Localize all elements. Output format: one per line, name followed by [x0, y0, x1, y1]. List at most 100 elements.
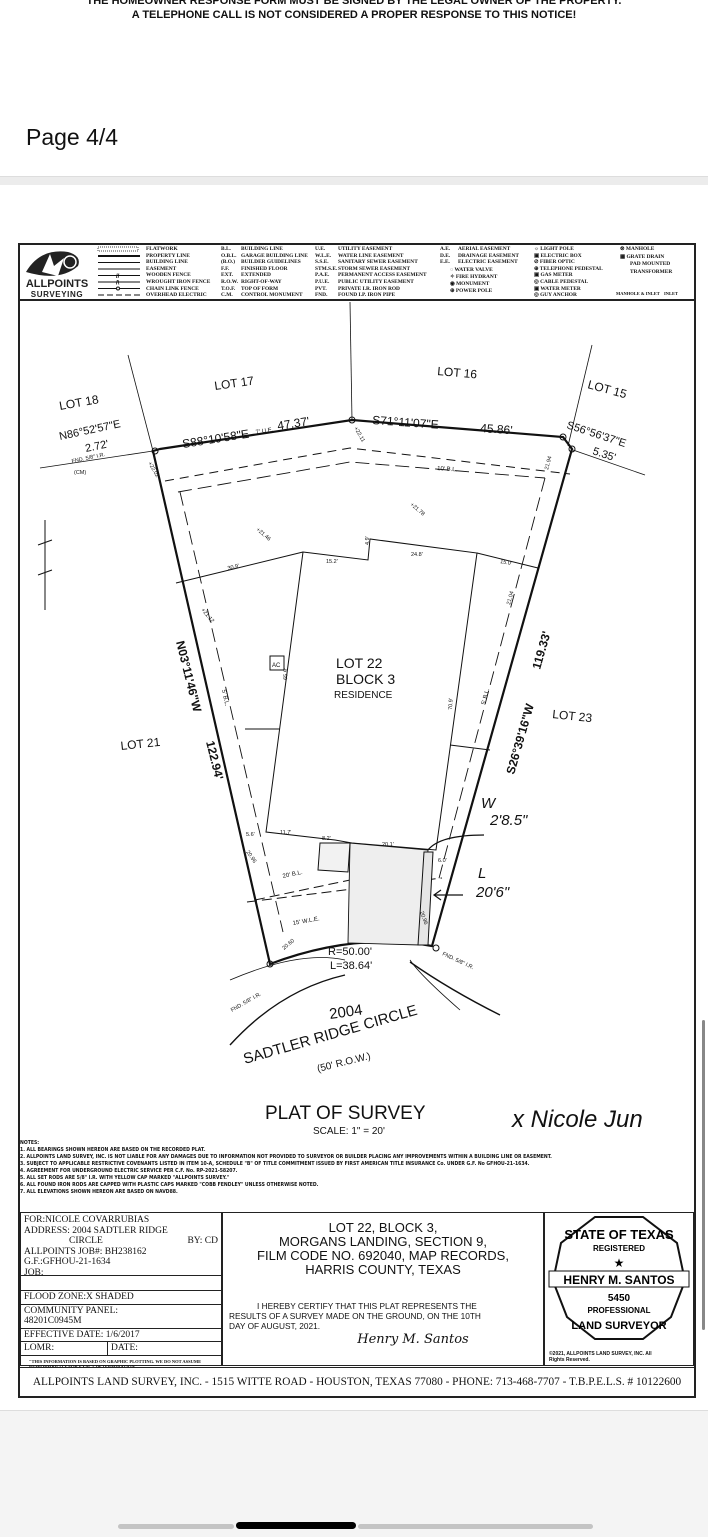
plat-hand-w2: 2'8.5": [489, 812, 528, 829]
home-indicator[interactable]: [236, 1522, 356, 1529]
lot-line-17-16: [349, 301, 353, 421]
owner-signature: x Nicole Jun: [511, 1106, 643, 1133]
title-block-for: FOR:NICOLE COVARRUBIAS: [24, 1215, 150, 1225]
plat-dims-12: 65.9': [283, 668, 290, 680]
plat-lot-title2: BLOCK 3: [336, 671, 395, 687]
lot-15-label: LOT 15: [586, 377, 628, 401]
page-indicator: Page 4/4: [26, 124, 119, 150]
legend-line-types-2: BUILDING LINE: [146, 259, 188, 266]
legend-symbols1-3: POWER POLE: [455, 288, 493, 294]
notes-items-1: 2. ALLPOINTS LAND SURVEY, INC. IS NOT LI…: [20, 1154, 552, 1160]
plat-scale: SCALE: 1" = 20': [313, 1126, 385, 1137]
address-number: 2004: [328, 1001, 363, 1022]
plat-bl20: 20' B.L.: [282, 870, 303, 880]
svg-text:★: ★: [614, 1256, 625, 1270]
title-block-legal3: FILM CODE NO. 692040, MAP RECORDS,: [257, 1248, 509, 1263]
legend-abbr2-desc-5: PUBLIC UTILITY EASEMENT: [338, 278, 414, 285]
title-block-seal-bottom: LAND SURVEYOR: [571, 1320, 666, 1332]
plat-dist-west: 122.94': [203, 739, 226, 781]
legend-abbr3-1: D.E.: [440, 252, 451, 259]
legend-manhole-inlet: MANHOLE & INLET: [616, 291, 660, 296]
plat-bearing-top2: S71°11'07"E: [372, 413, 439, 432]
plat-dist-top1: 47.37': [276, 414, 310, 433]
plat-dims-6: 4.9': [365, 536, 371, 545]
legend-line-types-3: EASEMENT: [146, 265, 177, 272]
plat-dist-left: 2.72': [84, 438, 109, 455]
lot-16-label: LOT 16: [437, 364, 478, 381]
legend-abbr3-2: E.E.: [440, 259, 450, 266]
lot-22-title: LOT 22: [336, 655, 383, 671]
legend-abbr1-6: T.O.F.: [221, 285, 236, 292]
plat-dims-20: 20.60: [281, 938, 295, 951]
page-scrubber-right[interactable]: [358, 1524, 593, 1529]
title-block-address: ADDRESS: 2004 SADTLER RIDGE: [24, 1225, 168, 1236]
title-block-lomr: LOMR:: [21, 1342, 108, 1355]
handwritten-l: L: [478, 865, 486, 882]
residence-outline: [265, 538, 478, 851]
copyright: ©2021, ALLPOINTS LAND SURVEY, INC. All R…: [549, 1351, 652, 1363]
viewer-background: [0, 1410, 708, 1537]
notes-items-5: 6. ALL FOUND IRON RODS ARE CAPPED WITH P…: [20, 1182, 319, 1188]
lot-line-16-15: [567, 344, 593, 447]
plat-dims-15: 8.2': [322, 836, 331, 842]
legend-abbr3-0: A.E.: [440, 246, 451, 252]
title-block-effective-date: EFFECTIVE DATE: 1/6/2017: [21, 1329, 221, 1342]
curve-length: L=38.64': [330, 960, 372, 972]
legend-symbols2-1: ELECTRIC BOX: [540, 252, 582, 259]
legend-abbr2-2: S.S.E.: [315, 259, 329, 266]
title-block-legal1: LOT 22, BLOCK 3,: [328, 1220, 438, 1235]
plat-bl10: 10' B.L.: [437, 466, 458, 473]
legend-symbols2-2: FIBER OPTIC: [539, 259, 575, 266]
legend-line-types-7: OVERHEAD ELECTRIC: [146, 292, 207, 299]
legend-line-types-1: PROPERTY LINE: [146, 252, 190, 259]
legend-symbols1-1: FIRE HYDRANT: [455, 274, 498, 280]
plat-dims-21: 20.96: [418, 911, 428, 926]
legend-abbr2-desc-0: UTILITY EASEMENT: [338, 246, 393, 252]
lot-line-18-17: [127, 354, 154, 452]
page-scrubber-left[interactable]: [118, 1524, 234, 1529]
legend-symbols1-2: MONUMENT: [456, 281, 490, 287]
title-block-job-no: ALLPOINTS JOB#: BH238162: [24, 1246, 147, 1257]
title-block-seal-number: 5450: [608, 1293, 631, 1304]
title-block-seal-top: STATE OF TEXAS: [564, 1227, 674, 1242]
plat-bearing-left: N86°52'57"E: [58, 418, 122, 443]
plat-dims-8: 15.0': [500, 559, 513, 567]
client-info-block: FOR:NICOLE COVARRUBIAS ADDRESS: 2004 SAD…: [20, 1212, 222, 1369]
legend-abbr1-desc-2: BUILDER GUIDELINES: [241, 259, 301, 266]
legend-abbr2-7: FND.: [315, 292, 328, 299]
scrollbar[interactable]: [702, 1020, 705, 1330]
lot-21-label: LOT 21: [120, 735, 161, 753]
plat-bearing-east: S26°39'16"W: [503, 701, 537, 775]
lot-23-label: LOT 23: [552, 707, 593, 725]
legal-description-block: LOT 22, BLOCK 3, MORGANS LANDING, SECTIO…: [222, 1212, 544, 1366]
legend-abbr2-5: P.U.E.: [315, 278, 330, 285]
plat-wle: 15' W.L.E.: [292, 916, 320, 927]
legend-abbr2-4: P.A.E.: [315, 272, 330, 279]
title-block-seal-prof: PROFESSIONAL: [587, 1306, 650, 1315]
legend-abbr1-1: O.B.L.: [221, 252, 237, 259]
legend-symbols1-0: WATER VALVE: [454, 267, 493, 273]
curve-radius: R=50.00': [328, 946, 372, 958]
legend-line-types-4: WOODEN FENCE: [146, 272, 191, 279]
legend-symbols2-7: GUY ANCHOR: [540, 292, 577, 299]
legend-abbr1-desc-6: TOP OF FORM: [241, 285, 279, 292]
plat-bearing-west: N03°11'46"W: [173, 639, 204, 714]
plat-dims-1: +22.11: [352, 426, 365, 443]
title-block-legal2: MORGANS LANDING, SECTION 9,: [278, 1234, 488, 1249]
legend-abbr3-desc-0: AERIAL EASEMENT: [458, 246, 511, 252]
driveway: [347, 842, 429, 946]
plat-drawing: LOT 18 LOT 17 LOT 16 LOT 15 LOT 21 LOT 2…: [37, 301, 646, 1137]
legend-abbr2-3: STM.S.E.: [315, 265, 338, 272]
legend-abbr2-desc-3: STORM SEWER EASEMENT: [338, 265, 411, 272]
legend-symbols2-0: LIGHT POLE: [540, 246, 574, 252]
legend-abbr2-desc-2: SANITARY SEWER EASEMENT: [338, 259, 418, 266]
ac-unit: [269, 655, 285, 671]
legend-abbr2-1: W.L.E.: [315, 252, 332, 259]
legend-symbols3-1: GRATE DRAIN: [626, 253, 665, 260]
legend-abbr2-desc-7: FOUND I.P. IRON PIPE: [338, 292, 396, 299]
plat-dist-east: 119.33': [529, 629, 553, 670]
title-block-by: BY: CD: [187, 1236, 218, 1246]
legend-symbols3-2: PAD MOUNTED TRANSFORMER: [630, 261, 673, 275]
